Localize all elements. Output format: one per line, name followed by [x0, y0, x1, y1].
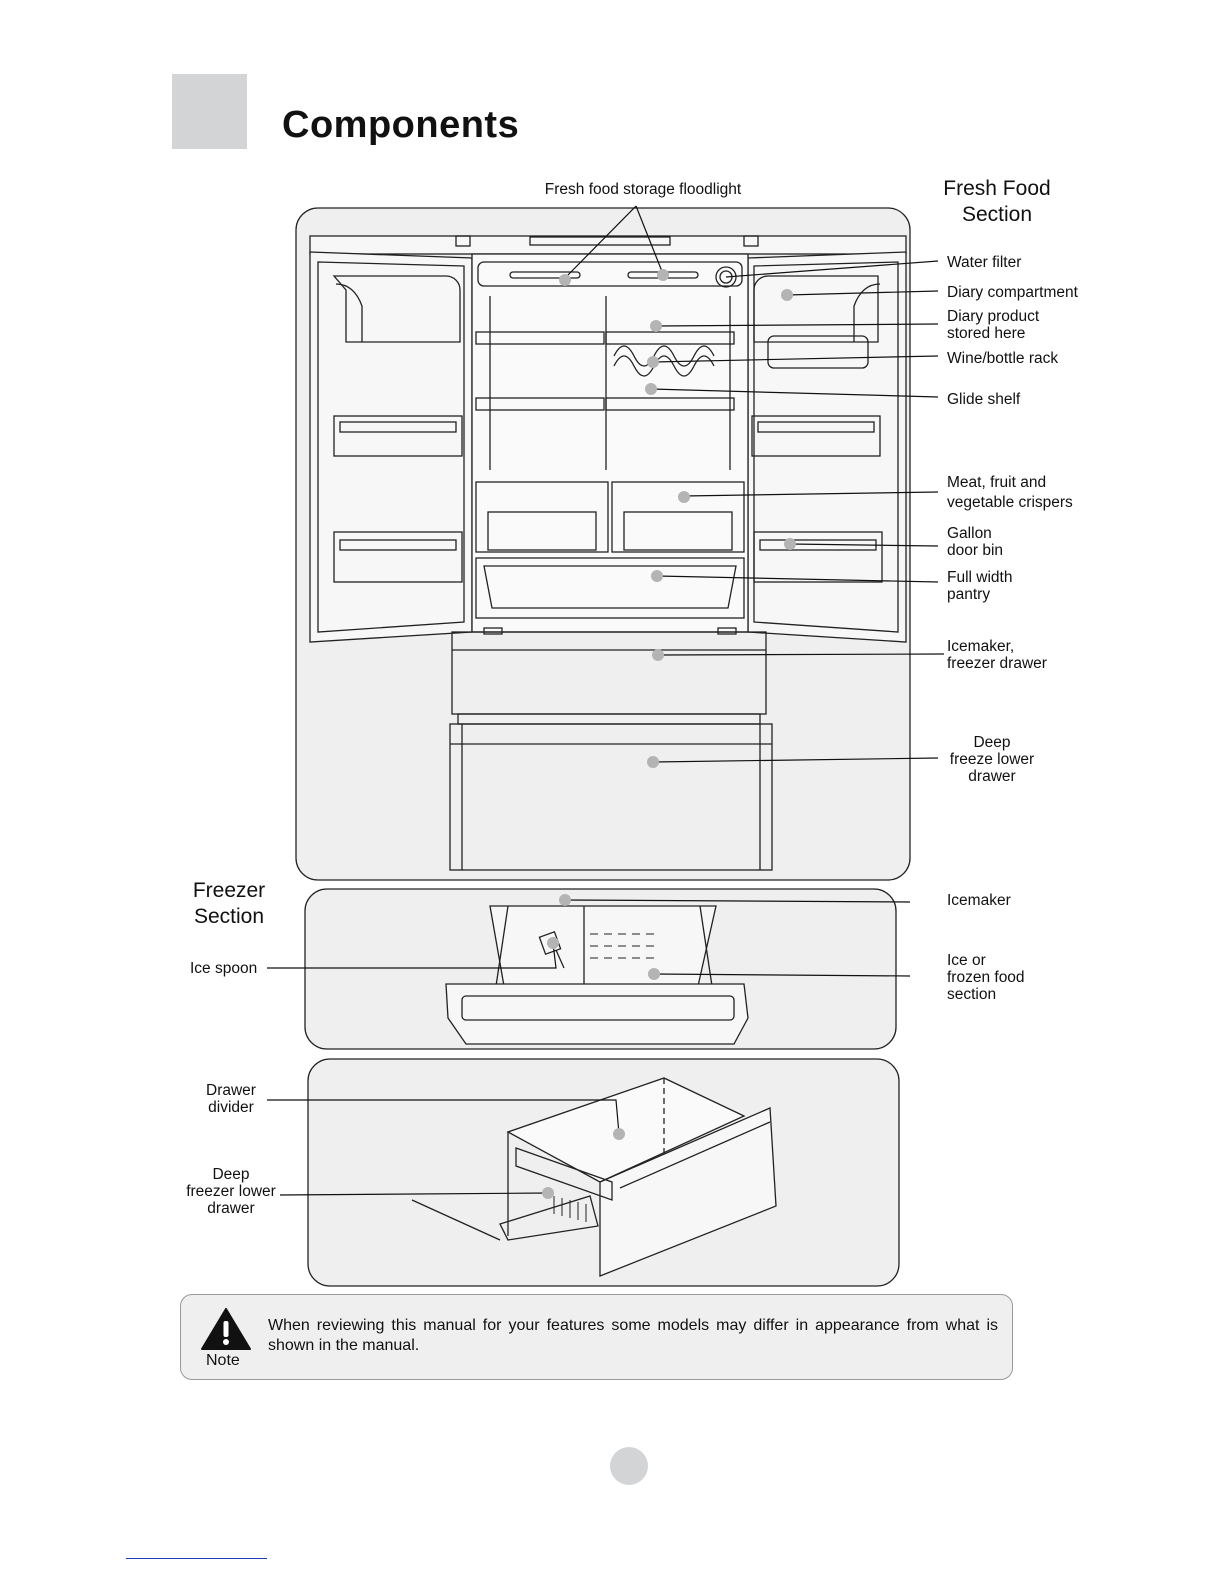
label-drawer-divider: Drawer divider: [206, 1082, 256, 1116]
warning-triangle-icon: [201, 1308, 251, 1350]
label-wine-rack: Wine/bottle rack: [947, 350, 1059, 367]
label-pantry: Full width pantry: [947, 569, 1013, 603]
label-ice-food: Ice or frozen food section: [947, 952, 1025, 1003]
label-icemaker: Icemaker: [947, 892, 1011, 909]
label-glide-shelf: Glide shelf: [947, 391, 1021, 408]
section-number-box: [172, 74, 247, 149]
label-crispers: Meat, fruit and vegetable crispers: [947, 474, 1073, 511]
freezer-section-heading: Freezer Section: [192, 879, 266, 928]
fresh-food-section-heading: Fresh Food Section: [943, 177, 1051, 226]
footer-rule: [126, 1558, 267, 1559]
page-title: Components: [282, 104, 520, 146]
note-text: When reviewing this manual for your feat…: [268, 1317, 998, 1354]
page-number-marker: [610, 1447, 648, 1485]
label-deep-freeze: Deep freeze lower drawer: [949, 734, 1035, 785]
label-deep-freezer-lower: Deep freezer lower drawer: [186, 1166, 276, 1217]
label-icemaker-drawer: Icemaker, freezer drawer: [947, 638, 1047, 672]
note-label: Note: [206, 1352, 240, 1369]
label-floodlight: Fresh food storage floodlight: [544, 181, 742, 198]
label-gallon-bin: Gallon door bin: [947, 525, 1004, 559]
label-dairy-product: Diary product stored here: [947, 308, 1040, 342]
label-ice-spoon: Ice spoon: [190, 960, 258, 977]
label-water-filter: Water filter: [947, 254, 1022, 271]
note-box: [180, 1294, 1013, 1380]
label-dairy-compartment: Diary compartment: [947, 284, 1078, 301]
